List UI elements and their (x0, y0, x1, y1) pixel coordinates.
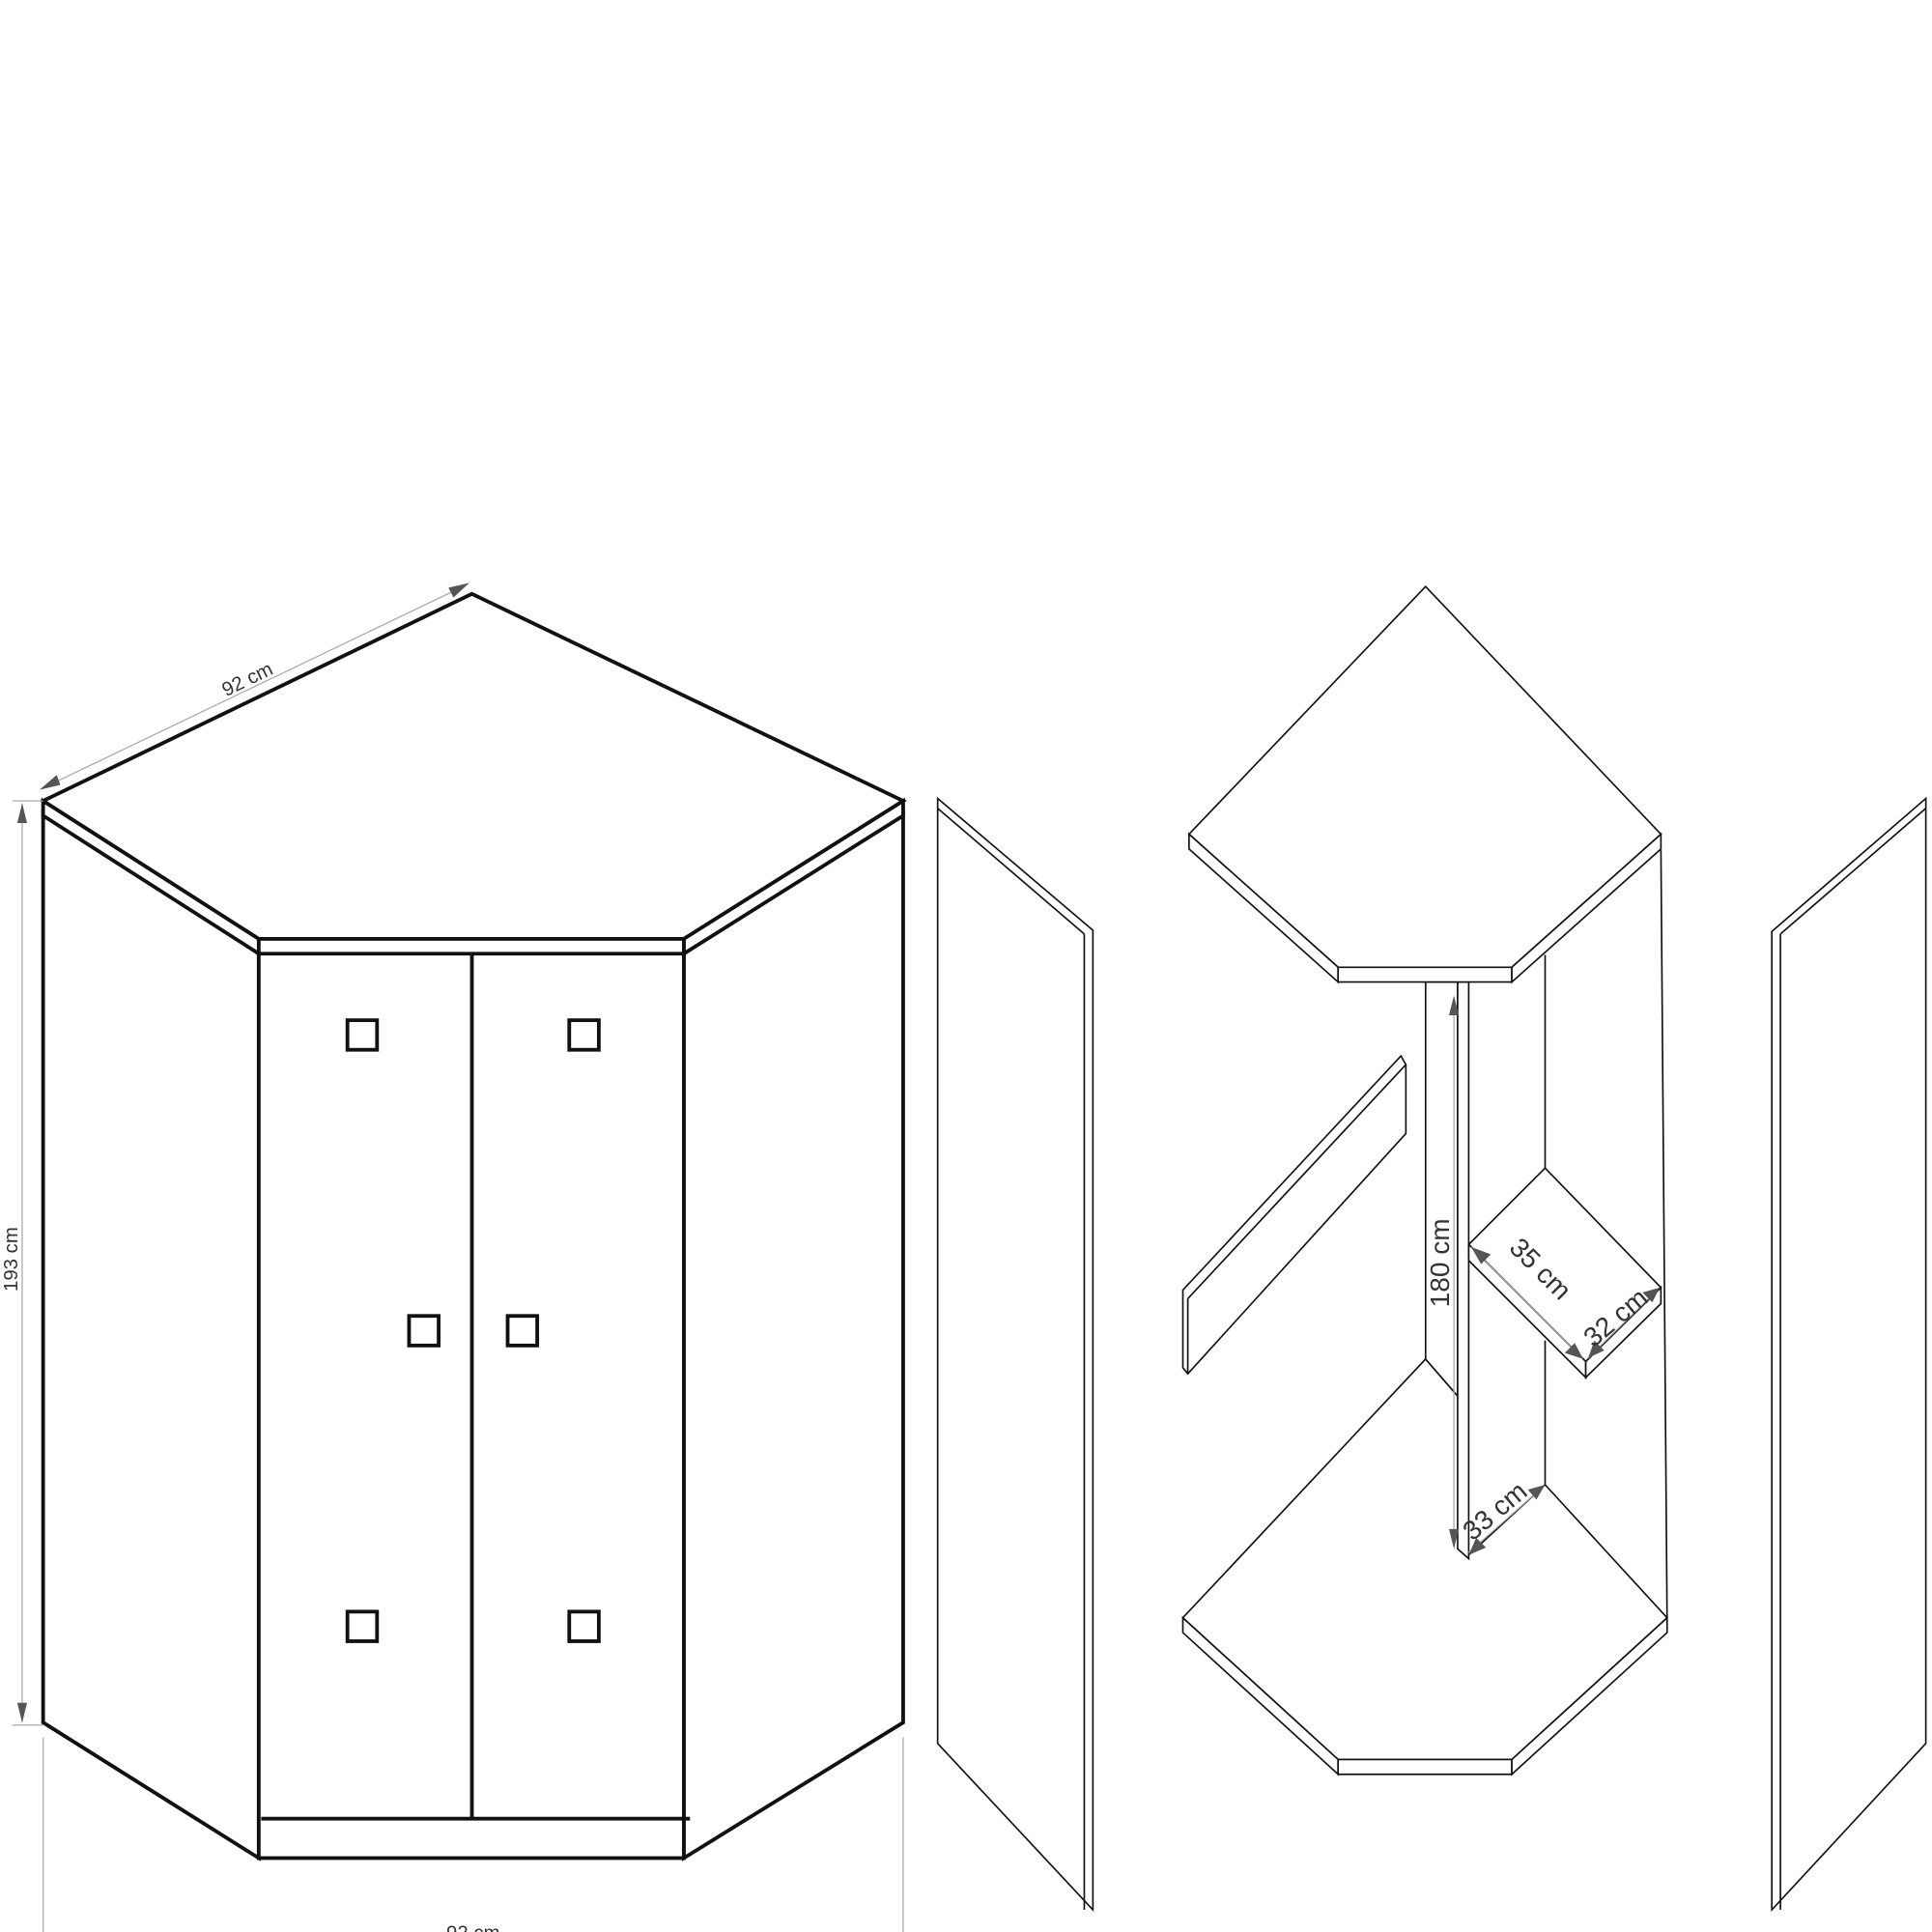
handle (345, 1609, 380, 1643)
back-right-edge (1660, 850, 1668, 1618)
dimension-bottom-width: 92 cm (43, 1737, 904, 1932)
wardrobe-right-side (681, 810, 905, 1861)
dimension-panel-height: 180 cm (1425, 995, 1460, 1549)
handle (345, 1018, 380, 1052)
handle (407, 1314, 440, 1348)
wardrobe-left-side (41, 810, 261, 1861)
handle (505, 1314, 540, 1348)
handle (567, 1609, 601, 1643)
height-label: 193 cm (1, 1227, 22, 1292)
dimension-height: 193 cm (1, 800, 43, 1726)
center-panel (1424, 980, 1459, 1399)
assembled-wardrobe: 92 cm 193 cm 92 cm (1, 582, 907, 1932)
panel-height-label: 180 cm (1425, 1218, 1455, 1307)
slanted-board (1181, 1054, 1407, 1376)
side-panel-right (1771, 796, 1927, 1913)
door-handles (345, 1018, 601, 1643)
side-panel-left (936, 796, 1094, 1913)
handle (567, 1018, 601, 1052)
width-bottom-label: 92 cm (446, 1923, 500, 1932)
exploded-wardrobe: 180 cm 35 cm 32 cm 33 cm (1181, 584, 1668, 1776)
